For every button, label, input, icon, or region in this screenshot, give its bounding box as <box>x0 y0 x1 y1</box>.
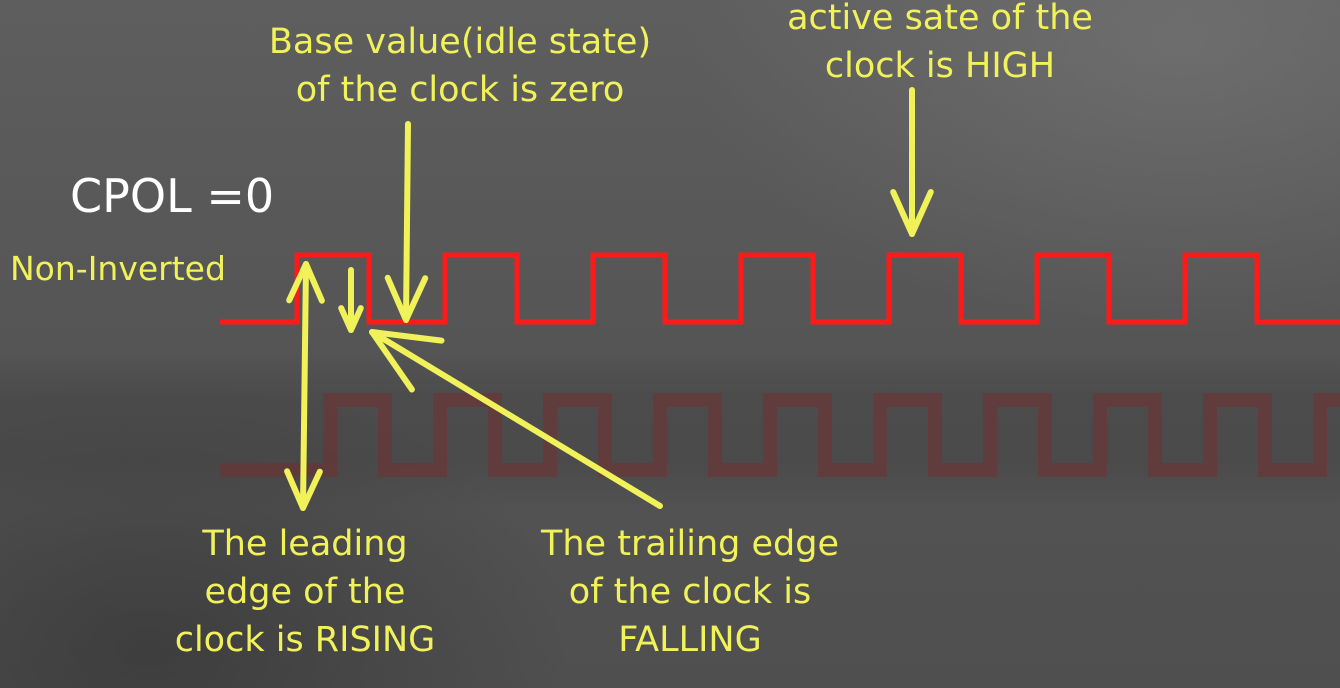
leading-edge-annotation: The leading edge of the clock is RISING <box>140 520 470 664</box>
clock-signal-layer <box>220 252 1340 325</box>
ghost-background-band <box>0 350 1340 510</box>
leading-edge-arrow <box>284 261 325 511</box>
cpol-heading: CPOL =0 <box>70 169 275 223</box>
trailing-edge-line-2: of the clock is <box>568 572 812 612</box>
idle-state-annotation: Base value(idle state) of the clock is z… <box>240 18 680 114</box>
trailing-edge-arrow <box>369 329 663 509</box>
leading-edge-arrow-head <box>284 468 323 511</box>
non-inverted-label: Non-Inverted <box>10 249 226 288</box>
arrow-layer <box>284 87 934 511</box>
falling-edge-small-arrow-head <box>338 305 364 333</box>
leading-edge-arrow-shaft <box>300 261 309 511</box>
leading-edge-line-2: edge of the <box>204 572 406 612</box>
leading-edge-arrow-tail-head <box>286 261 325 304</box>
trailing-edge-line-1: The trailing edge <box>541 524 839 564</box>
falling-edge-small-arrow <box>338 267 364 333</box>
idle-state-arrow-shaft <box>403 121 411 323</box>
ghost-clock-signal <box>220 393 1340 477</box>
clock-signal <box>220 252 1340 325</box>
ghost-clock-layer <box>220 393 1340 477</box>
trailing-edge-line-3: FALLING <box>618 620 762 660</box>
active-state-line-1: active sate of the <box>787 0 1093 38</box>
idle-state-line-1: Base value(idle state) <box>268 22 652 62</box>
active-state-arrow-head <box>890 189 934 237</box>
trailing-edge-annotation: The trailing edge of the clock is FALLIN… <box>510 520 870 664</box>
active-state-arrow <box>890 87 934 237</box>
idle-state-line-2: of the clock is zero <box>295 70 625 110</box>
leading-edge-line-1: The leading <box>202 524 408 564</box>
idle-state-arrow <box>384 121 429 323</box>
active-state-annotation: active sate of the clock is HIGH <box>740 0 1140 90</box>
active-state-line-2: clock is HIGH <box>824 46 1056 86</box>
trailing-edge-arrow-shaft <box>369 329 663 509</box>
idle-state-arrow-head <box>384 274 429 323</box>
leading-edge-line-3: clock is RISING <box>174 620 436 660</box>
trailing-edge-arrow-head <box>369 329 445 393</box>
